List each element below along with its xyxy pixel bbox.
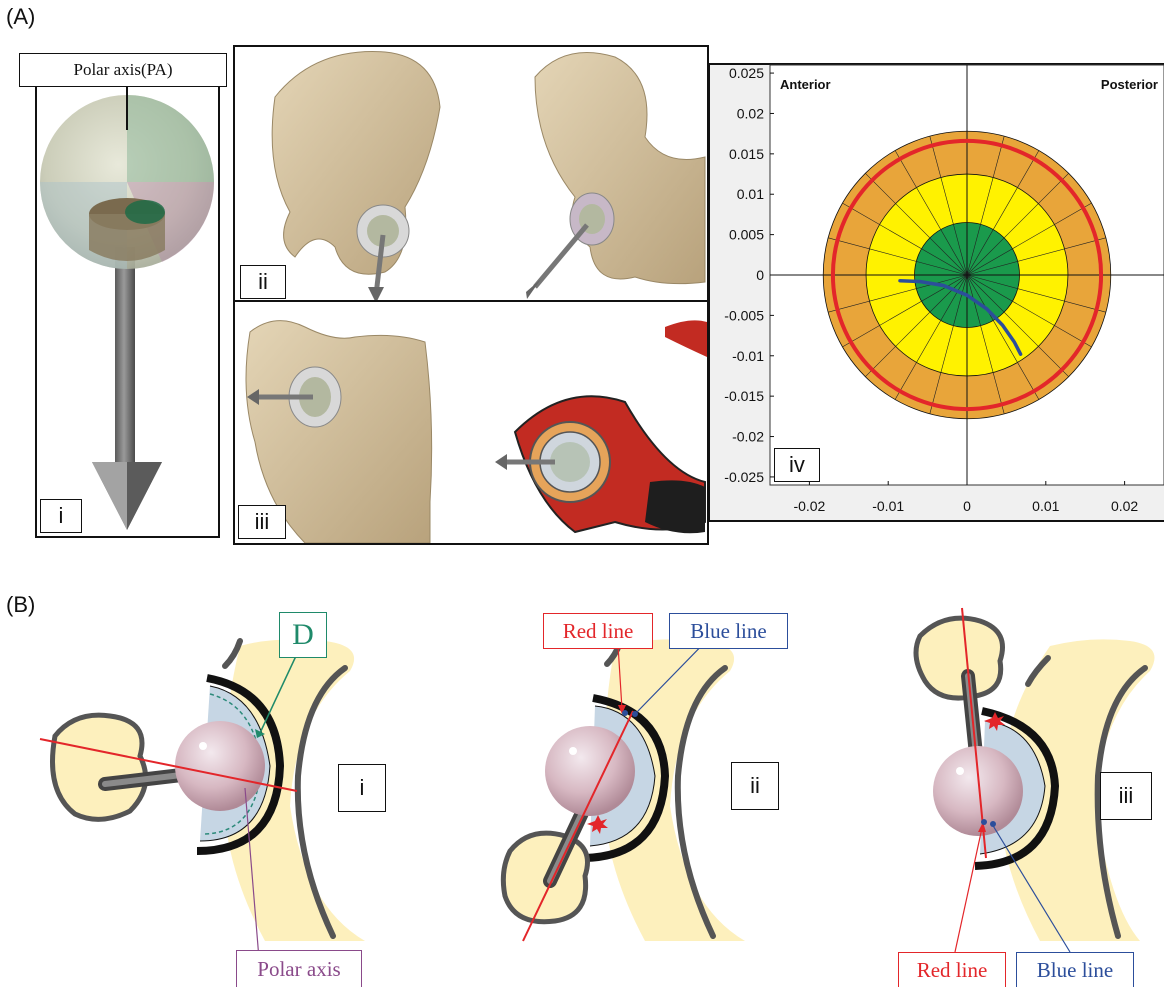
chart-corner-posterior: Posterior xyxy=(1101,77,1158,92)
panel-a-iv-label: iv xyxy=(774,448,820,482)
panel-a-ii-frame xyxy=(233,45,709,305)
panel-a-iii-label: iii xyxy=(238,505,286,539)
pelvis-views-iii xyxy=(235,302,707,543)
panel-a-ii-label: ii xyxy=(240,265,286,299)
panel-b-i-label: i xyxy=(338,764,386,812)
panel-a-iii-frame xyxy=(233,300,709,545)
pelvis-views-ii xyxy=(235,47,707,303)
y-tick-label: -0.02 xyxy=(732,429,764,445)
y-tick-label: 0 xyxy=(756,267,764,283)
polar-axis-model xyxy=(37,82,218,536)
panel-a-i-label: i xyxy=(40,499,82,533)
y-tick-label: -0.025 xyxy=(724,469,764,485)
panel-a-i-frame xyxy=(35,80,220,538)
y-tick-label: -0.015 xyxy=(724,388,764,404)
x-tick-label: -0.01 xyxy=(872,498,904,514)
callout-d: D xyxy=(279,612,327,658)
callout-blue-line-ii: Blue line xyxy=(669,613,788,649)
y-tick-label: -0.005 xyxy=(724,307,764,323)
polar-axis-title: Polar axis(PA) xyxy=(19,53,227,87)
x-tick-label: 0 xyxy=(963,498,971,514)
panel-b-iii-label: iii xyxy=(1100,772,1152,820)
y-tick-label: 0.02 xyxy=(737,105,764,121)
y-tick-label: 0.025 xyxy=(729,65,764,81)
callout-red-line-iii: Red line xyxy=(898,952,1006,987)
x-tick-label: 0.01 xyxy=(1032,498,1059,514)
x-tick-label: 0.02 xyxy=(1111,498,1138,514)
y-tick-label: -0.01 xyxy=(732,348,764,364)
x-tick-label: -0.02 xyxy=(793,498,825,514)
callout-blue-line-iii: Blue line xyxy=(1016,952,1134,987)
y-tick-label: 0.015 xyxy=(729,146,764,162)
y-tick-label: 0.01 xyxy=(737,186,764,202)
panel-b-ii-label: ii xyxy=(731,762,779,810)
callout-red-line-ii: Red line xyxy=(543,613,653,649)
chart-corner-anterior: Anterior xyxy=(780,77,831,92)
panel-a-label: (A) xyxy=(6,4,35,30)
callout-polar-axis: Polar axis xyxy=(236,950,362,987)
y-tick-label: 0.005 xyxy=(729,227,764,243)
